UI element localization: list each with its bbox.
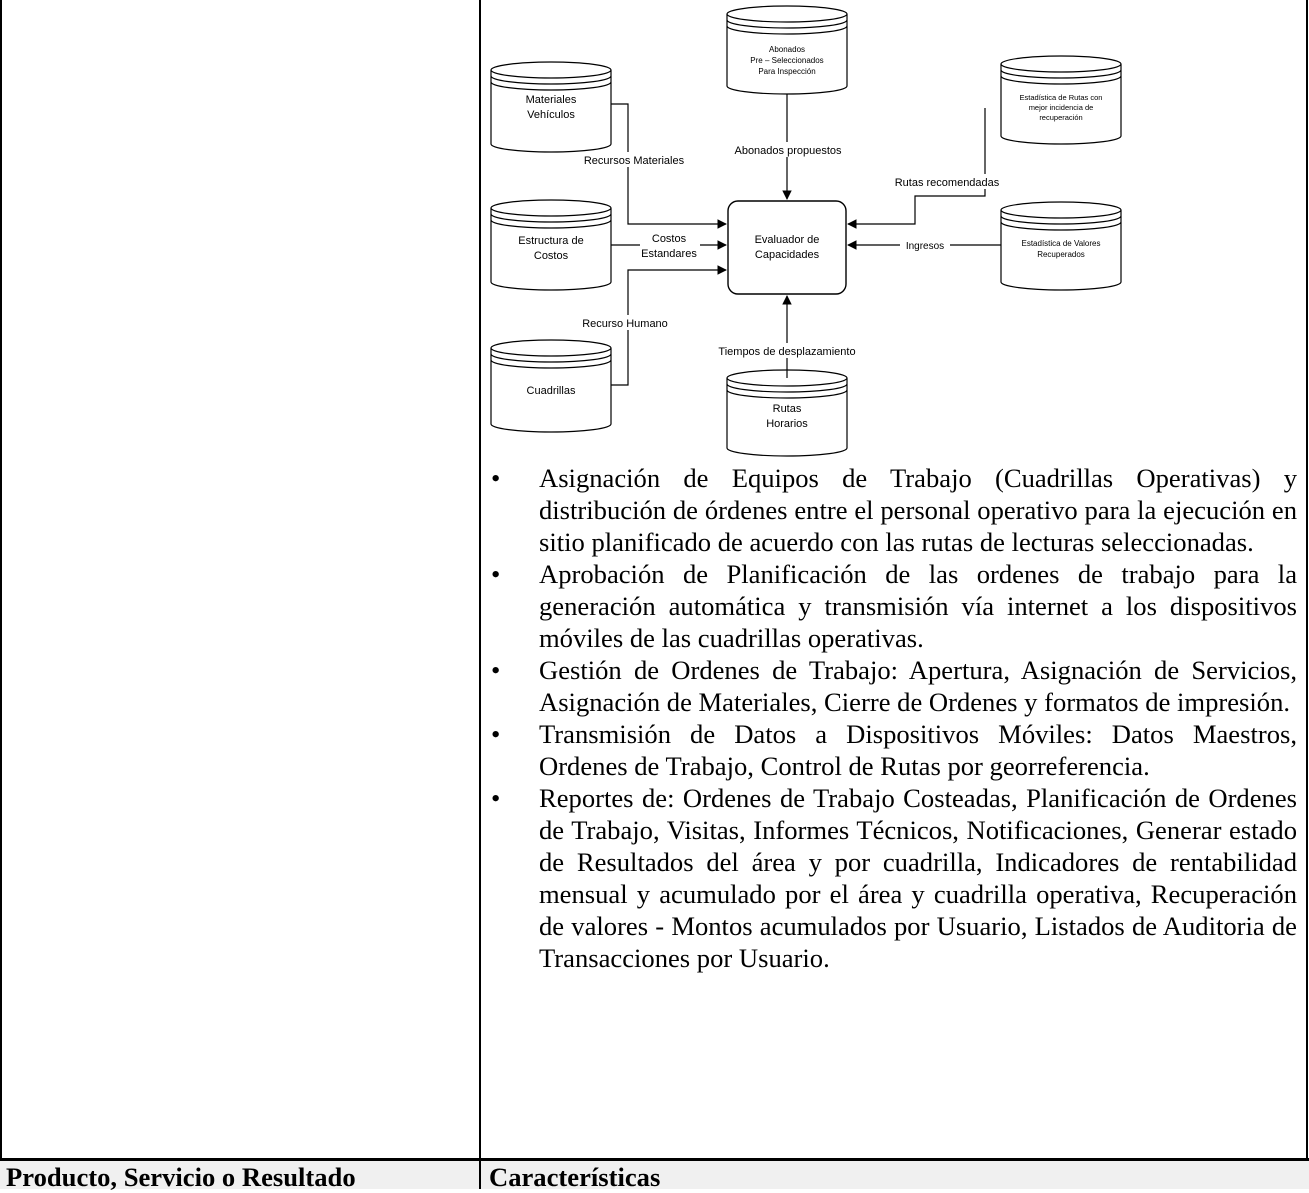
list-item-text: Transmisión de Datos a Dispositivos Móvi…	[539, 719, 1297, 781]
list-item-text: Reportes de: Ordenes de Trabajo Costeada…	[539, 783, 1297, 973]
svg-text:Abonados: Abonados	[769, 45, 805, 54]
process-line2: Capacidades	[755, 249, 820, 261]
data-flow-diagram: Materiales Vehículos Abonados Pre – Sele…	[490, 5, 1122, 457]
table-right-border	[1306, 0, 1308, 1189]
store-estadistica-valores	[1000, 201, 1122, 291]
list-item: • Aprobación de Planificación de las orde…	[487, 558, 1297, 654]
list-item: • Gestión de Ordenes de Trabajo: Apertura…	[487, 654, 1297, 718]
svg-text:Ingresos: Ingresos	[906, 241, 944, 252]
svg-text:Recuperados: Recuperados	[1037, 250, 1085, 259]
store-estructura-costos	[490, 199, 612, 291]
list-item: • Reportes de: Ordenes de Trabajo Costead…	[487, 782, 1297, 974]
store-materiales-vehiculos	[490, 61, 612, 153]
bullet-icon: •	[491, 559, 501, 589]
flow-label-ingresos: Ingresos	[906, 241, 944, 252]
svg-text:Recurso Humano: Recurso Humano	[582, 318, 668, 330]
header-caracteristicas: Características	[489, 1162, 661, 1192]
list-item: • Transmisión de Datos a Dispositivos Móv…	[487, 718, 1297, 782]
list-item-text: Gestión de Ordenes de Trabajo: Apertura,…	[539, 655, 1297, 717]
list-item-text: Aprobación de Planificación de las orden…	[539, 559, 1297, 653]
store-estadistica-rutas	[1000, 55, 1122, 145]
bullet-icon: •	[491, 655, 501, 685]
footer-row-background	[0, 1161, 1309, 1189]
table-row-separator	[0, 1158, 1309, 1161]
svg-text:Estructura de: Estructura de	[518, 235, 583, 247]
store-estadistica-valores-line2: Recuperados	[1037, 250, 1085, 259]
store-abonados	[726, 5, 848, 95]
svg-text:Capacidades: Capacidades	[755, 249, 820, 261]
store-rutas-line2: Horarios	[766, 418, 808, 430]
store-materiales-line2: Vehículos	[527, 109, 575, 121]
svg-text:recuperación: recuperación	[1039, 113, 1082, 122]
bullet-icon: •	[491, 463, 501, 493]
flow-label-recursos-materiales: Recursos Materiales	[584, 155, 685, 167]
bullet-icon: •	[491, 719, 501, 749]
svg-text:Estadística de Valores: Estadística de Valores	[1021, 239, 1100, 248]
flow-label-abonados-propuestos: Abonados propuestos	[734, 145, 842, 157]
svg-text:Para Inspección: Para Inspección	[758, 67, 815, 76]
table-column-divider-footer	[479, 1158, 481, 1189]
store-rutas-line1: Rutas	[773, 403, 802, 415]
flow-label-recurso-humano: Recurso Humano	[582, 318, 668, 330]
flow-label-tiempos: Tiempos de desplazamiento	[718, 346, 855, 358]
svg-text:Tiempos de desplazamiento: Tiempos de desplazamiento	[718, 346, 855, 358]
store-cuadrillas-label: Cuadrillas	[527, 385, 576, 397]
store-estadistica-rutas-line1: Estadística de Rutas con	[1020, 93, 1103, 102]
store-estadistica-valores-line1: Estadística de Valores	[1021, 239, 1100, 248]
store-materiales-line1: Materiales	[526, 94, 577, 106]
feature-bullet-list: • Asignación de Equipos de Trabajo (Cuadr…	[487, 462, 1297, 974]
flow-label-rutas-recomendadas: Rutas recomendadas	[895, 177, 1000, 189]
svg-text:Evaluador de: Evaluador de	[755, 234, 820, 246]
svg-text:Costos: Costos	[534, 250, 569, 262]
svg-text:Recursos Materiales: Recursos Materiales	[584, 155, 685, 167]
process-evaluador	[727, 200, 847, 295]
svg-text:Rutas recomendadas: Rutas recomendadas	[895, 177, 1000, 189]
store-estadistica-rutas-line3: recuperación	[1039, 113, 1082, 122]
svg-text:Costos: Costos	[652, 233, 687, 245]
store-estadistica-rutas-line2: mejor incidencia de	[1029, 103, 1094, 112]
svg-text:Rutas: Rutas	[773, 403, 802, 415]
table-column-divider	[479, 0, 481, 1189]
store-cuadrillas	[490, 339, 612, 433]
list-item-text: Asignación de Equipos de Trabajo (Cuadri…	[539, 463, 1297, 557]
svg-text:Horarios: Horarios	[766, 418, 808, 430]
svg-text:Pre – Seleccionados: Pre – Seleccionados	[750, 56, 823, 65]
header-producto-servicio: Producto, Servicio o Resultado	[6, 1162, 356, 1192]
flow-label-costos: Costos	[652, 233, 687, 245]
store-estructura-line1: Estructura de	[518, 235, 583, 247]
process-line1: Evaluador de	[755, 234, 820, 246]
svg-text:Cuadrillas: Cuadrillas	[527, 385, 576, 397]
store-abonados-line3: Para Inspección	[758, 67, 815, 76]
svg-text:Estadística de Rutas con: Estadística de Rutas con	[1020, 93, 1103, 102]
bullet-icon: •	[491, 783, 501, 813]
flow-label-estandares: Estandares	[641, 248, 697, 260]
flow-rutas-recomendadas	[847, 108, 986, 229]
svg-text:Abonados propuestos: Abonados propuestos	[734, 145, 842, 157]
table-left-border	[0, 0, 2, 1189]
list-item: • Asignación de Equipos de Trabajo (Cuadr…	[487, 462, 1297, 558]
svg-text:Estandares: Estandares	[641, 248, 697, 260]
svg-text:mejor incidencia de: mejor incidencia de	[1029, 103, 1094, 112]
store-estructura-line2: Costos	[534, 250, 569, 262]
store-abonados-line2: Pre – Seleccionados	[750, 56, 823, 65]
store-abonados-line1: Abonados	[769, 45, 805, 54]
